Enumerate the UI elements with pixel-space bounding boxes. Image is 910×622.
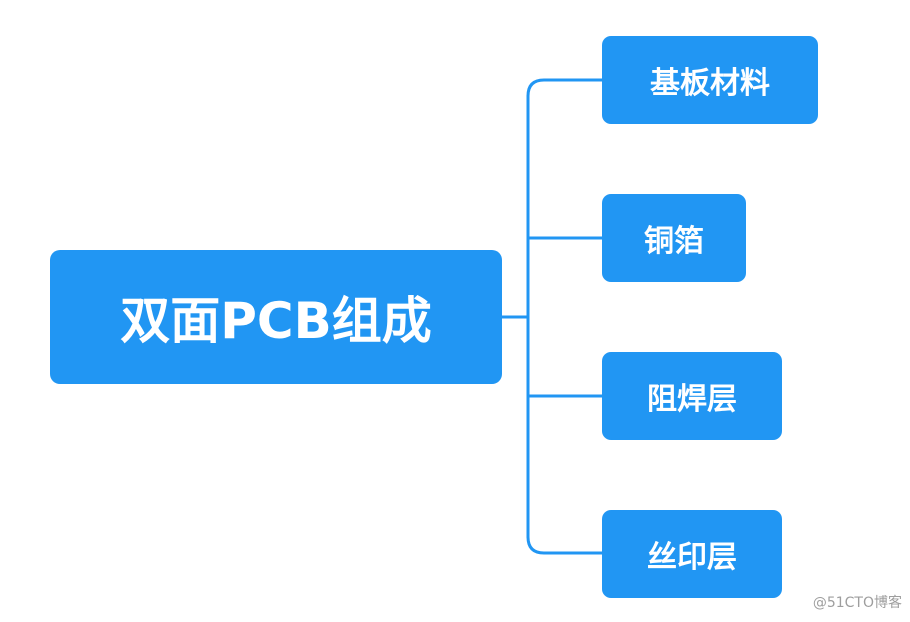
child-node-label: 阻焊层 — [647, 382, 737, 417]
watermark: @51CTO博客 — [812, 595, 902, 611]
root-node-label: 双面PCB组成 — [120, 292, 432, 350]
child-node-substrate: 基板材料 — [602, 36, 818, 124]
connector-to-child-0 — [526, 78, 604, 98]
child-node-silkscreen: 丝印层 — [602, 510, 782, 598]
root-node: 双面PCB组成 — [50, 250, 502, 384]
child-node-copper-foil: 铜箔 — [602, 194, 746, 282]
child-node-label: 丝印层 — [647, 540, 737, 575]
child-node-label: 基板材料 — [650, 66, 770, 101]
child-node-label: 铜箔 — [644, 224, 704, 259]
child-node-solder-mask: 阻焊层 — [602, 352, 782, 440]
connector-to-child-3 — [526, 535, 604, 555]
